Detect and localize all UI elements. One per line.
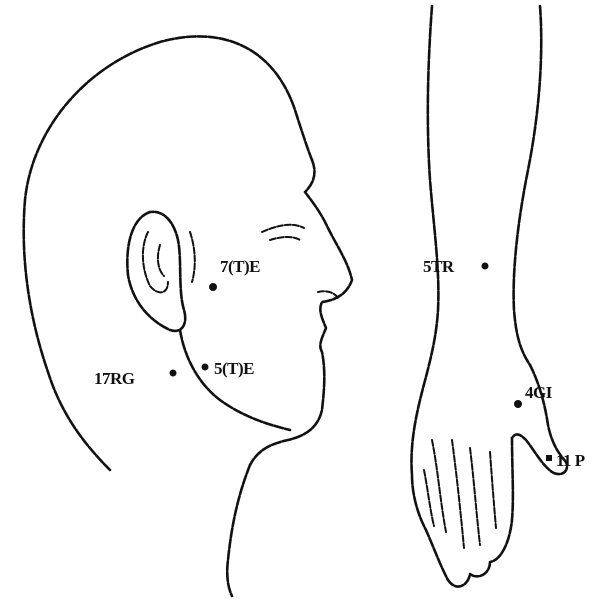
point-7te-marker [209,283,217,291]
point-17rg-marker [170,370,177,377]
head-outline [24,36,352,596]
arm-outline [411,6,567,587]
label-5tr: 5TR [423,257,455,276]
point-11p-marker [546,455,552,461]
point-5tr-marker [482,263,489,270]
label-5te: 5(T)E [214,359,254,378]
label-7te: 7(T)E [220,257,260,276]
point-4gi-marker [514,400,522,408]
label-4gi: 4GI [525,383,553,402]
point-5te-marker [202,364,209,371]
label-17rg: 17RG [94,369,135,388]
label-11p: 11 P [556,451,585,470]
